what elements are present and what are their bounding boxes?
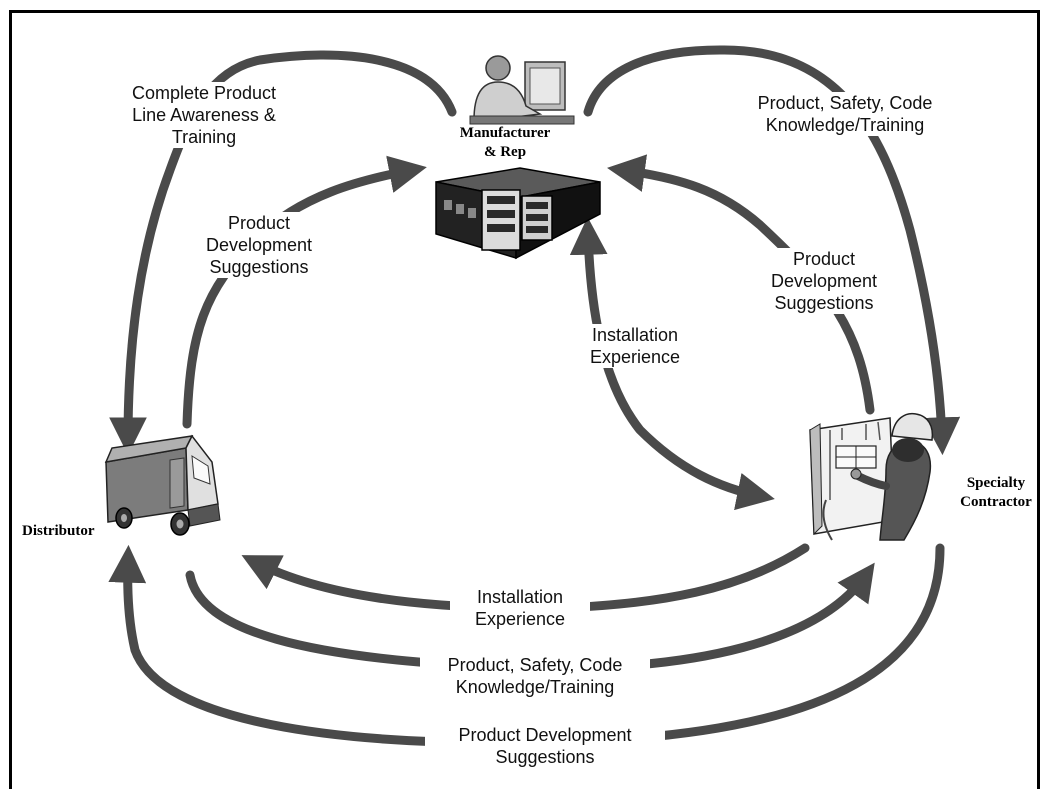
flow-label-distributor-to-mfr: Product Development Suggestions: [186, 212, 332, 278]
manufacturer-label: Manufacturer & Rep: [459, 125, 551, 160]
contractor-label: Specialty Contractor: [960, 475, 1032, 510]
flow-label-distributor-to-contractor-training: Product, Safety, Code Knowledge/Training: [420, 654, 650, 698]
flow-label-contractor-to-distributor-install: Installation Experience: [450, 586, 590, 630]
flow-label-mfr-to-contractor: Product, Safety, Code Knowledge/Training: [730, 92, 960, 136]
flow-label-install-mfr-contractor: Installation Experience: [572, 324, 698, 368]
flow-label-contractor-to-mfr: Product Development Suggestions: [758, 248, 890, 314]
flow-label-contractor-to-distributor-suggestions: Product Development Suggestions: [425, 724, 665, 768]
flow-label-mfr-to-distributor: Complete Product Line Awareness & Traini…: [104, 82, 304, 148]
arrow-install-mfr-contractor: [569, 216, 775, 511]
electrician-icon: [809, 412, 934, 541]
delivery-truck-icon: [104, 434, 221, 536]
diagram-frame: [9, 10, 1040, 789]
distributor-label: Distributor: [22, 523, 95, 539]
factory-building-icon: [435, 167, 601, 260]
arrow-distributor-to-mfr: [182, 155, 427, 429]
office-worker-icon: [469, 55, 575, 125]
arrow-contractor-to-distributor-suggestions: [108, 543, 945, 748]
